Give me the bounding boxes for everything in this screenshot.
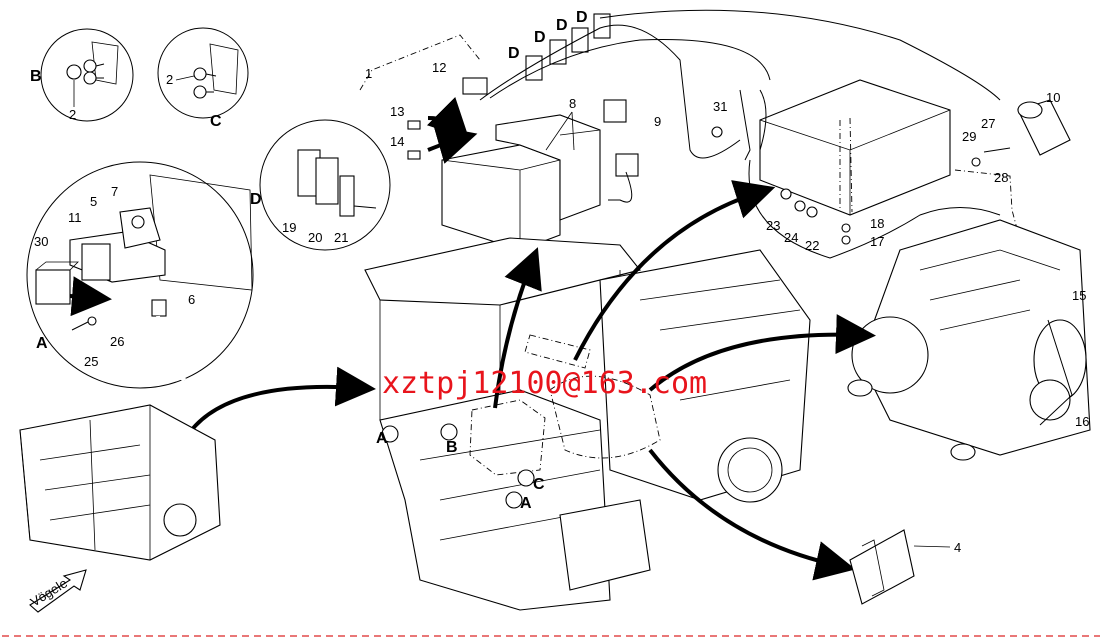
engine: 15 16: [847, 219, 1091, 461]
callout-8: 8: [569, 96, 576, 111]
part-4: 4: [849, 529, 961, 605]
callout-1: 1: [365, 66, 372, 81]
view-letter-d: D: [250, 191, 262, 208]
callout-12: 12: [432, 60, 446, 75]
watermark: xztpj12100@163.com: [382, 366, 707, 401]
callout-2-c: 2: [166, 72, 173, 87]
callout-28: 28: [994, 170, 1008, 185]
callout-31: 31: [713, 99, 727, 114]
paver-letter-a2: A: [520, 495, 532, 512]
callout-15: 15: [1072, 288, 1086, 303]
callout-5: 5: [90, 194, 97, 209]
capacitor: 10 27 29 28: [954, 90, 1071, 241]
view-letter-c: C: [210, 113, 222, 130]
detail-d: D 19 20 21: [250, 119, 391, 251]
callout-30: 30: [34, 234, 48, 249]
callout-21: 21: [334, 230, 348, 245]
paver-overview: Vögele: [19, 404, 221, 613]
callout-17: 17: [870, 234, 884, 249]
callout-11: 11: [68, 210, 82, 225]
battery-group: 1 12 13 14 8 9 D D D D: [359, 9, 1001, 251]
callout-18: 18: [870, 216, 884, 231]
detail-b: B 2: [30, 28, 134, 122]
callout-25: 25: [84, 354, 98, 369]
detail-a: 30 11 5 7 6 26 25 A: [26, 161, 254, 389]
callout-20: 20: [308, 230, 322, 245]
callout-14: 14: [390, 134, 404, 149]
clamp-d-3: D: [556, 17, 568, 34]
callout-6: 6: [188, 292, 195, 307]
callout-26: 26: [110, 334, 124, 349]
view-letter-b: B: [30, 68, 42, 85]
callout-24: 24: [784, 230, 798, 245]
callout-13: 13: [390, 104, 404, 119]
paver-letter-a1: A: [376, 430, 388, 447]
paver-letter-c: C: [533, 476, 545, 493]
callout-7: 7: [111, 184, 118, 199]
callout-2: 2: [69, 107, 76, 122]
paver-main: A B C A: [188, 180, 876, 611]
clamp-d-1: D: [508, 45, 520, 62]
clamp-d-4: D: [576, 9, 588, 26]
view-letter-a: A: [36, 335, 48, 352]
callout-19: 19: [282, 220, 296, 235]
callout-9: 9: [654, 114, 661, 129]
callout-27: 27: [981, 116, 995, 131]
callout-16: 16: [1075, 414, 1089, 429]
callout-23: 23: [766, 218, 780, 233]
clamp-d-2: D: [534, 29, 546, 46]
control-box: 31 23 24 22 18 17: [711, 79, 1001, 259]
callout-4: 4: [954, 540, 961, 555]
paver-letter-b: B: [446, 439, 458, 456]
detail-c: 2 C: [157, 27, 249, 130]
callout-10: 10: [1046, 90, 1060, 105]
callout-22: 22: [805, 238, 819, 253]
callout-29: 29: [962, 129, 976, 144]
